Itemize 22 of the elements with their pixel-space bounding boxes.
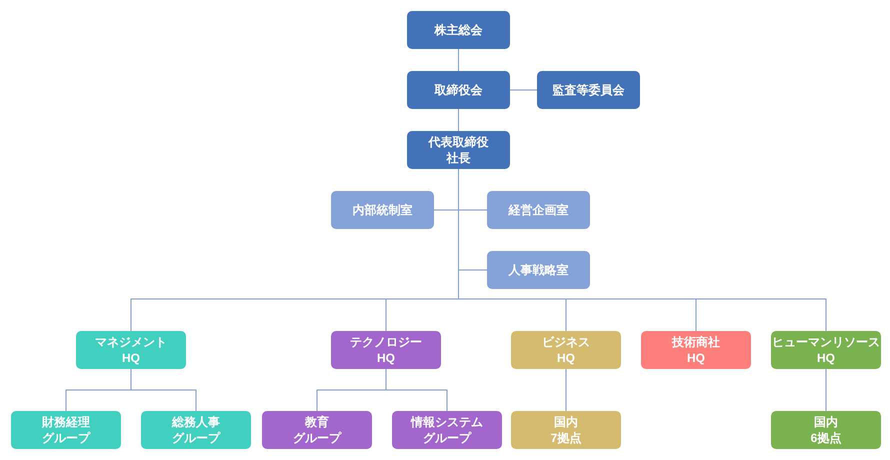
org-box: 情報システムグループ xyxy=(392,411,502,449)
org-box: 国内7拠点 xyxy=(511,411,621,449)
org-box: 教育グループ xyxy=(262,411,372,449)
connector-line xyxy=(386,368,448,412)
org-box: 内部統制室 xyxy=(331,191,434,229)
org-box: 取締役会 xyxy=(407,71,510,109)
org-box: 株主総会 xyxy=(407,11,510,49)
org-box: マネジメント HQ xyxy=(76,331,186,369)
org-box: 財務経理グループ xyxy=(11,411,121,449)
connector-line xyxy=(458,108,459,132)
org-box: 人事戦略室 xyxy=(487,251,590,289)
connector-line xyxy=(458,48,459,72)
org-box: 国内6拠点 xyxy=(771,411,881,449)
org-box: 監査等委員会 xyxy=(537,71,640,109)
org-box: ビジネス HQ xyxy=(511,331,621,369)
org-box: ヒューマンリソース HQ xyxy=(771,331,881,369)
org-box: テクノロジー HQ xyxy=(331,331,441,369)
org-box: 経営企画室 xyxy=(487,191,590,229)
connector-line xyxy=(130,368,196,412)
org-box: 総務人事グループ xyxy=(141,411,251,449)
org-box: 代表取締役社長 xyxy=(407,131,510,169)
org-box: 技術商社 HQ xyxy=(641,331,751,369)
